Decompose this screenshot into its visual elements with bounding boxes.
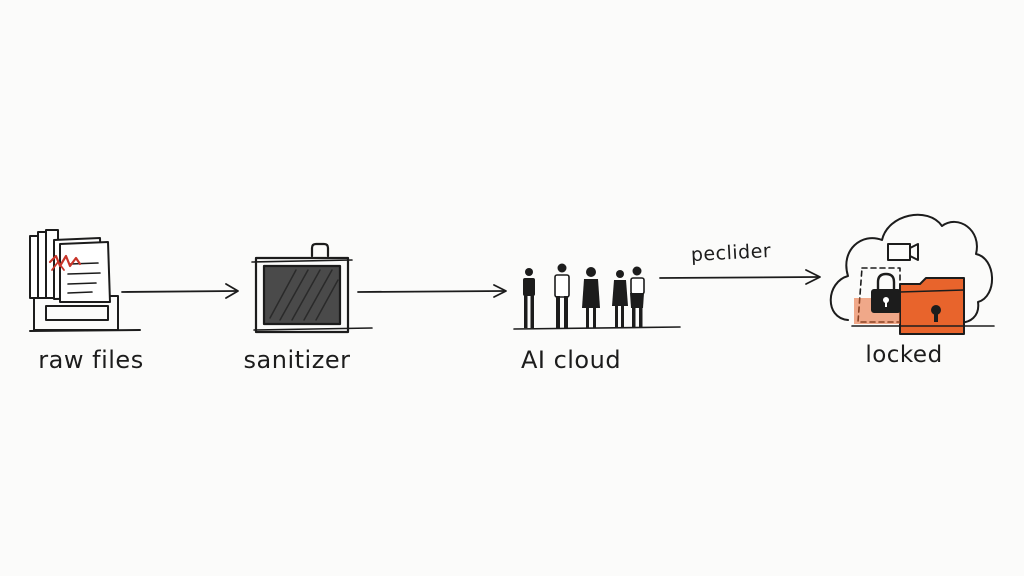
person-3 [582,267,600,328]
node-label-raw-files: raw files [38,346,144,374]
arrow-raw-to-sanitizer [121,283,239,299]
arrow-ai-to-locked [659,269,821,285]
briefcase-icon [251,242,373,334]
node-label-sanitizer: sanitizer [243,346,351,374]
arrow-sanitizer-to-ai [357,284,507,298]
person-2 [554,263,570,328]
locked-cloud-icon [829,213,995,335]
node-label-ai-cloud: AI cloud [520,346,622,374]
file-cabinet-icon [29,229,141,332]
people-group-icon [513,263,681,330]
edge-label-ai-to-locked: peclider [690,239,772,267]
person-4 [612,270,628,328]
person-5 [630,266,645,328]
node-label-locked: locked [865,342,943,368]
person-1 [523,268,535,328]
